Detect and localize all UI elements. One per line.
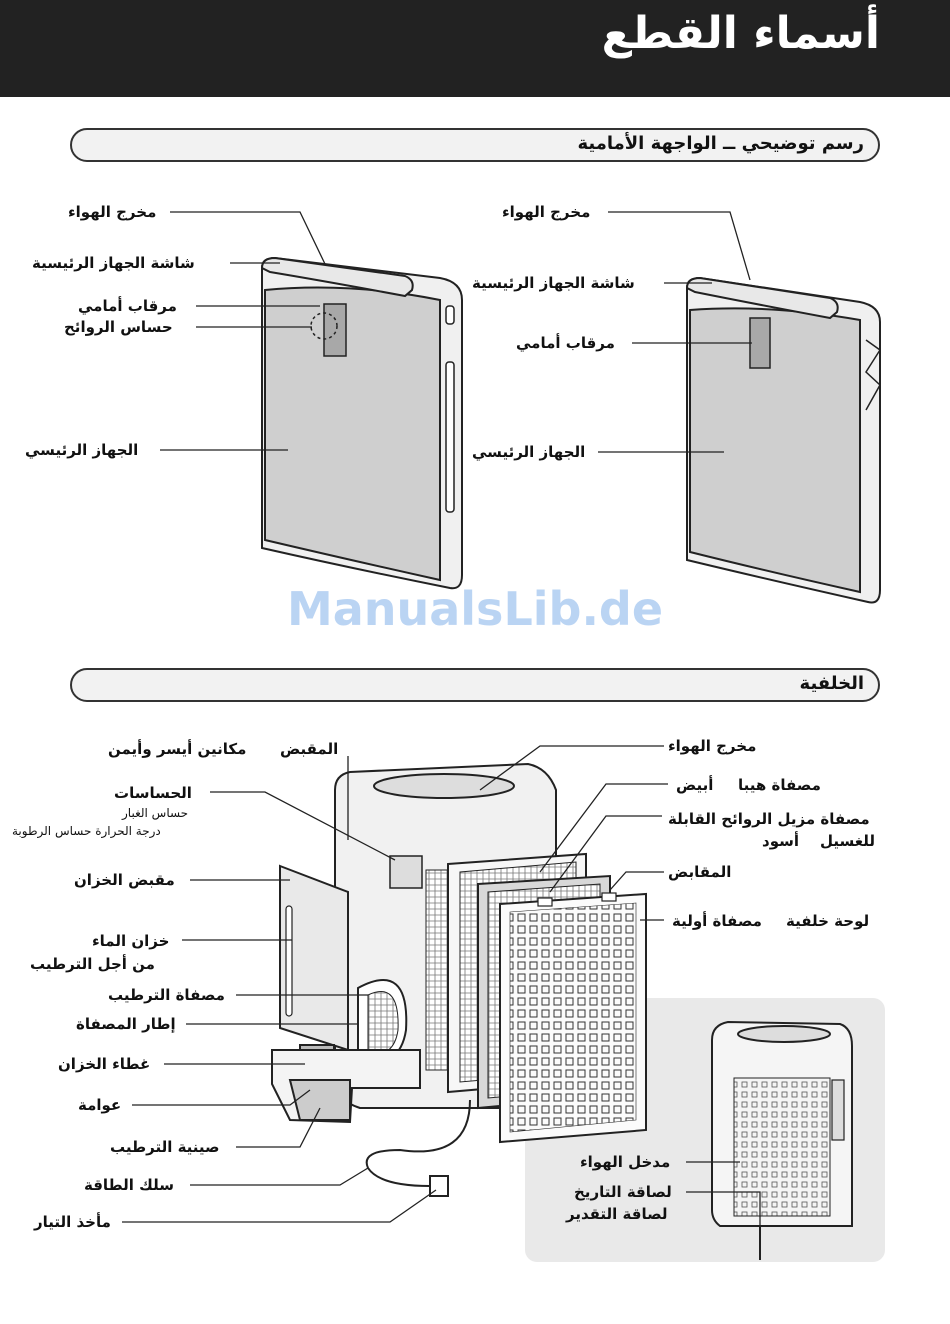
front-unit-left bbox=[260, 256, 463, 590]
label-odor-sensor: حساس الروائح bbox=[64, 318, 173, 336]
label-water-tank-2: من أجل الترطيب bbox=[30, 955, 155, 973]
label-odor-filter-1: مصفاة مزيل الروائح القابلة bbox=[668, 810, 870, 828]
section-header-back: الخلفية bbox=[70, 668, 880, 702]
front-unit-right bbox=[685, 276, 882, 604]
label-water-tank-1: خزان الماء bbox=[92, 932, 170, 950]
label-handle-note: مكانين أيسر وأيمن bbox=[108, 740, 247, 758]
inset-unit bbox=[711, 1020, 853, 1260]
page-header: أسماء القطع bbox=[0, 0, 950, 97]
label-power-cord: سلك الطاقة bbox=[84, 1176, 174, 1194]
label-air-outlet-left: مخرج الهواء bbox=[68, 203, 157, 221]
humidifying-tray bbox=[271, 1049, 421, 1124]
label-main-unit-right: الجهاز الرئيسي bbox=[472, 443, 586, 461]
label-sensors: الحساسات bbox=[114, 784, 192, 802]
label-back-panel: لوحة خلفية bbox=[786, 912, 870, 930]
power-cord bbox=[365, 1099, 471, 1187]
label-tank-handle: مقبض الخزان bbox=[74, 871, 175, 889]
label-hepa-filter: مصفاة هيبا bbox=[738, 776, 821, 794]
label-rating-sticker: لصاقة التقدير bbox=[566, 1205, 668, 1223]
label-main-display-left: شاشة الجهاز الرئيسية bbox=[32, 254, 195, 272]
back-panel-prefilter bbox=[499, 892, 647, 1144]
page-title: أسماء القطع bbox=[601, 8, 880, 59]
label-air-outlet-back: مخرج الهواء bbox=[668, 737, 757, 755]
label-front-monitor-right: مرقاب أمامي bbox=[516, 334, 615, 352]
label-dust-sensor: حساس الغبار bbox=[122, 806, 189, 820]
back-leader-lines bbox=[122, 745, 761, 1226]
section-title-front: رسم توضيحي ــ الواجهة الأمامية bbox=[577, 133, 864, 154]
section-header-front: رسم توضيحي ــ الواجهة الأمامية bbox=[70, 128, 880, 162]
label-plug: مأخذ التيار bbox=[34, 1213, 111, 1231]
water-tank bbox=[279, 864, 349, 1068]
label-date-sticker: لصاقة التاريخ bbox=[574, 1183, 672, 1201]
label-odor-filter-2: للغسيل bbox=[820, 832, 875, 850]
label-main-display-right: شاشة الجهاز الرئيسية bbox=[472, 274, 635, 292]
label-handle: المقبض bbox=[280, 740, 339, 758]
label-tank-cap: غطاء الخزان bbox=[58, 1055, 151, 1073]
label-front-monitor-left: مرقاب أمامي bbox=[78, 297, 177, 315]
watermark: ManualsLib.de bbox=[286, 582, 664, 636]
label-humidifying-tray: صينية الترطيب bbox=[110, 1138, 220, 1156]
label-odor-color: أسود bbox=[762, 832, 799, 850]
label-main-unit-left: الجهاز الرئيسي bbox=[25, 441, 139, 459]
label-filter-frame: إطار المصفاة bbox=[76, 1015, 176, 1033]
humidifying-filter bbox=[357, 979, 408, 1065]
label-humidifying-filter: مصفاة الترطيب bbox=[108, 986, 225, 1004]
label-air-outlet-right: مخرج الهواء bbox=[502, 203, 591, 221]
section-title-back: الخلفية bbox=[799, 673, 864, 694]
label-handles: المقابض bbox=[668, 863, 732, 881]
label-float: عوامة bbox=[78, 1096, 122, 1114]
label-hepa-color: أبيض bbox=[676, 776, 714, 794]
label-air-inlet: مدخل الهواء bbox=[580, 1153, 671, 1171]
label-temp-humidity-sensor: درجة الحرارة حساس الرطوبة bbox=[12, 824, 161, 838]
front-leader-lines bbox=[160, 211, 752, 453]
label-pre-filter: مصفاة أولية bbox=[672, 912, 762, 930]
